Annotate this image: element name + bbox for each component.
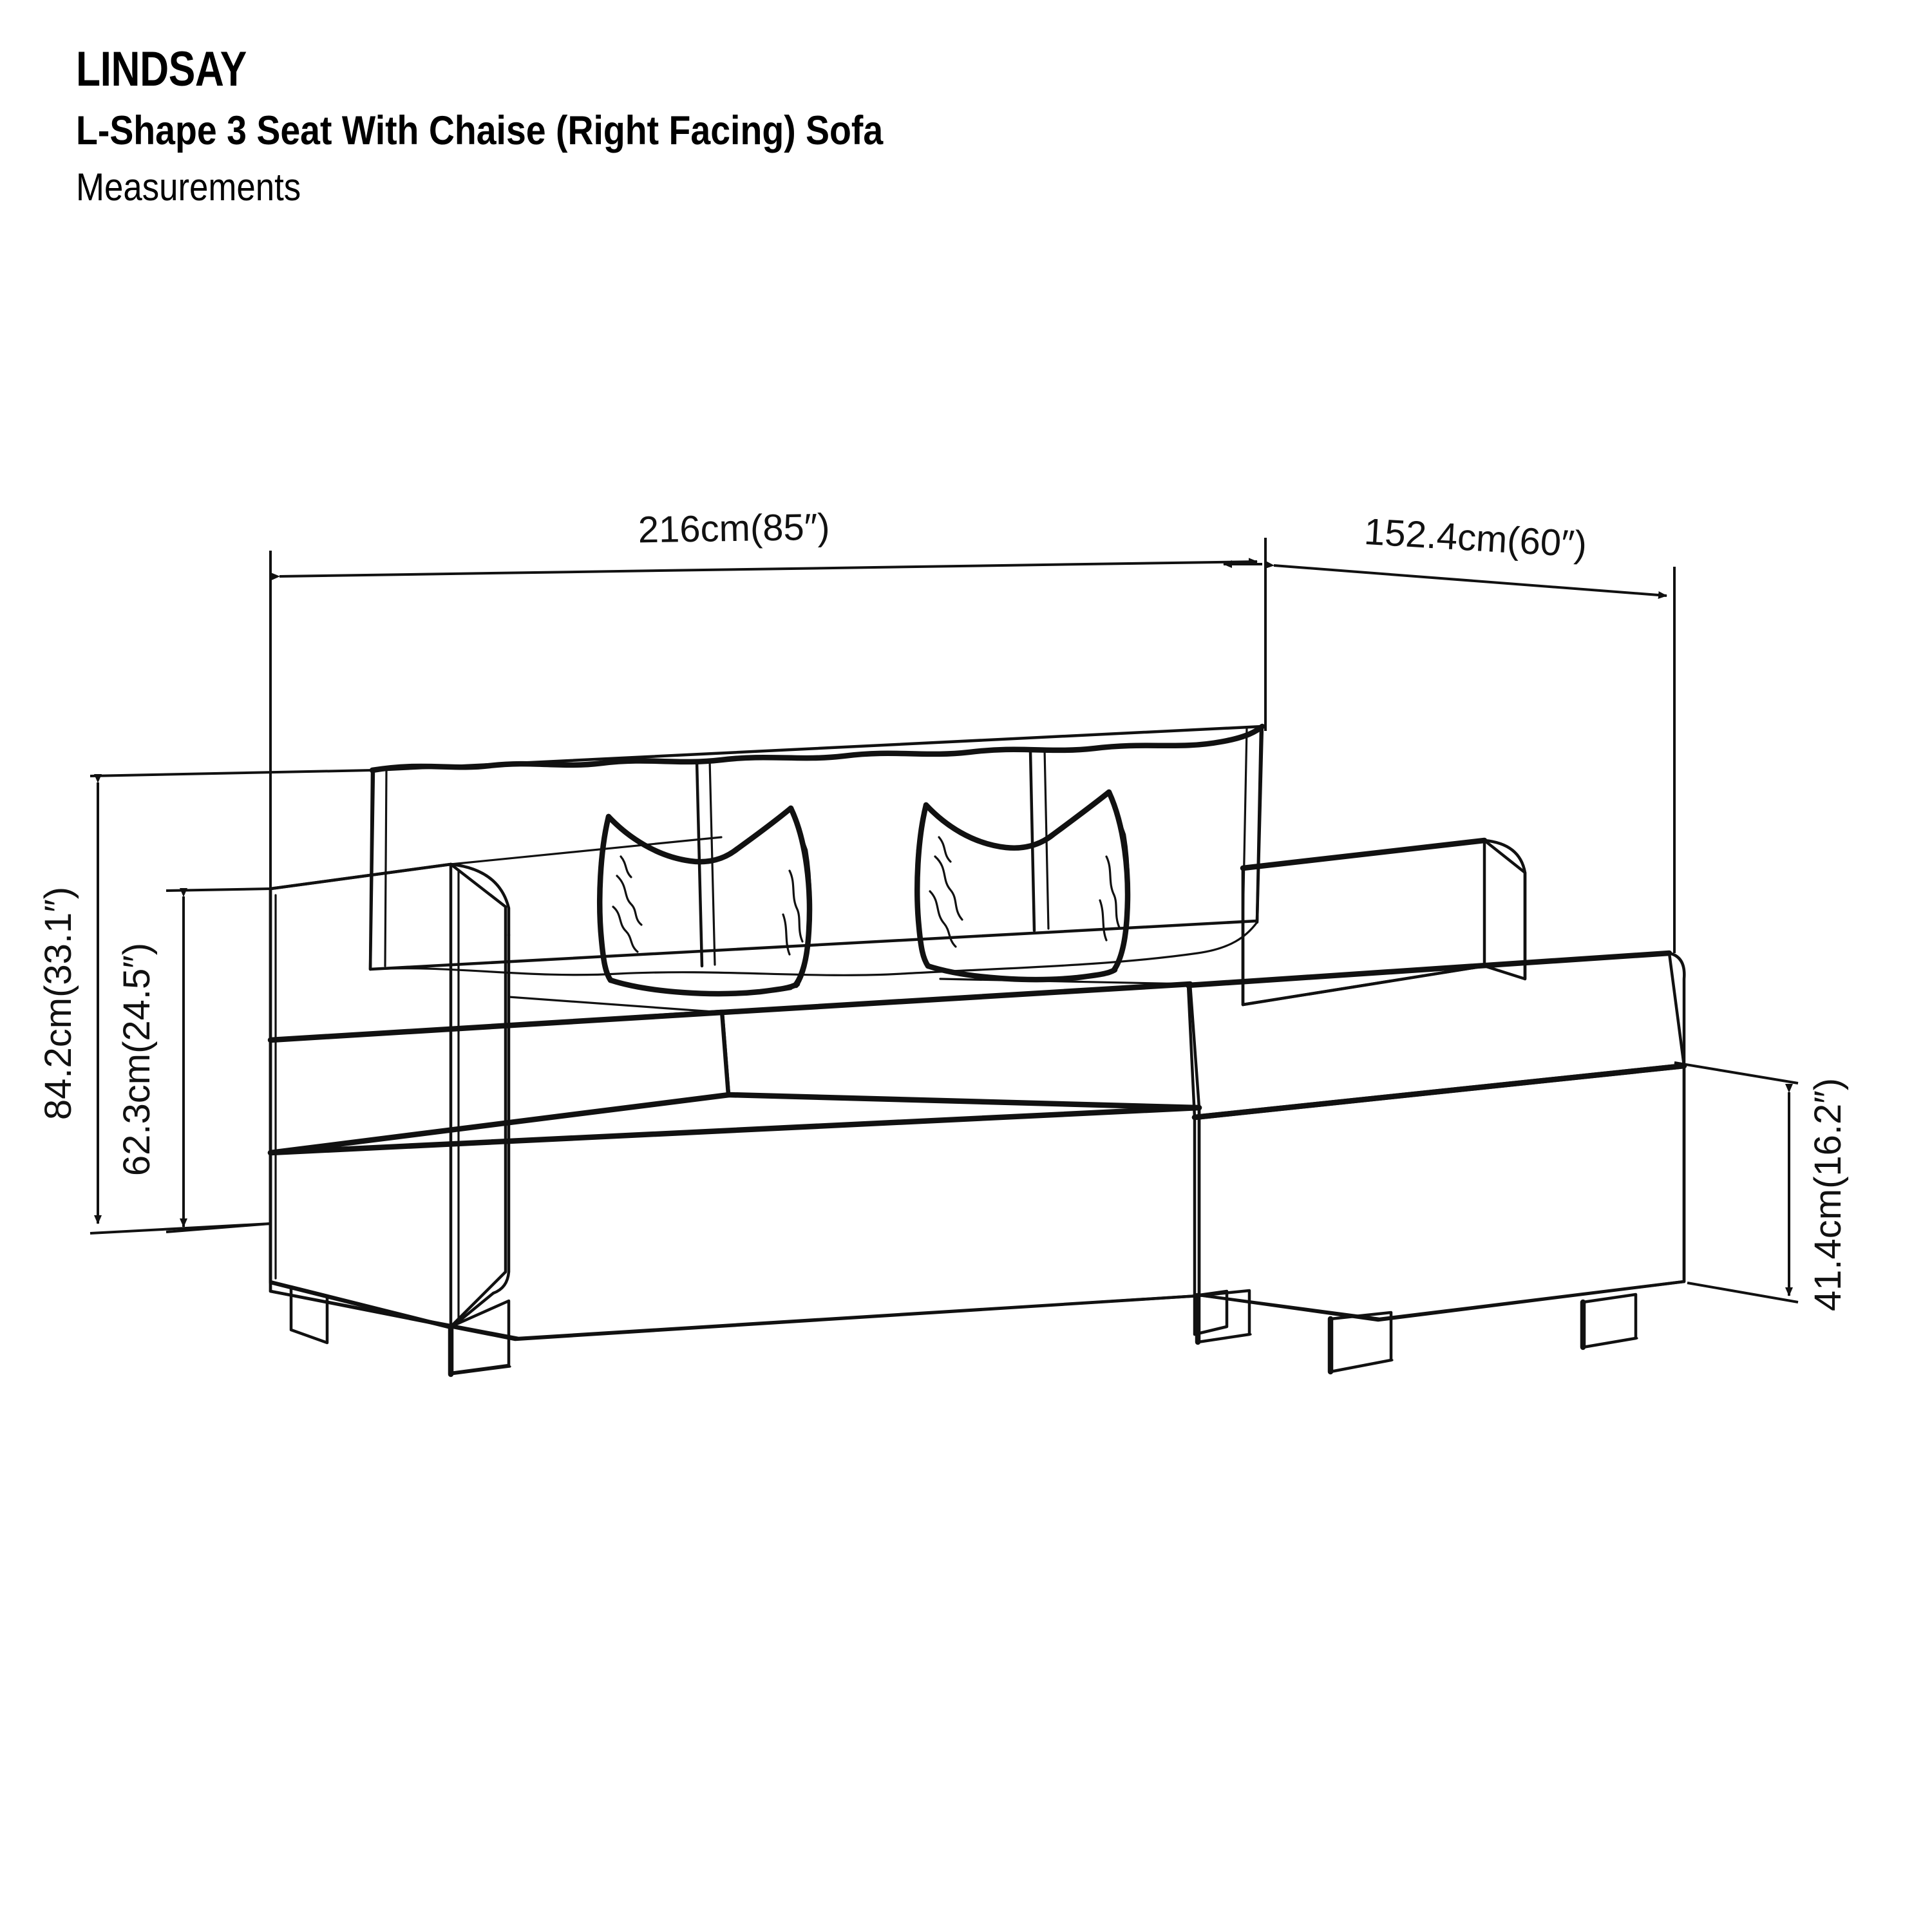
dimension-label-sofa-width: 216cm(85″)	[638, 506, 830, 551]
section-label: Measurements	[76, 166, 301, 209]
product-subtitle: L-Shape 3 Seat With Chaise (Right Facing…	[76, 108, 884, 153]
dimension-label-chaise-depth: 152.4cm(60″)	[1363, 511, 1587, 565]
dimension-overall-height: 84.2cm(33.1″)	[37, 769, 373, 1235]
sofa-illustration	[267, 723, 1687, 1378]
seat-cushions	[267, 978, 1202, 1156]
throw-pillow-right	[914, 789, 1131, 983]
right-arm	[1240, 837, 1527, 1007]
chaise-section	[1185, 950, 1687, 1322]
dimension-label-overall-height: 84.2cm(33.1″)	[37, 887, 79, 1120]
dimension-sofa-width: 216cm(85″)	[269, 506, 1267, 892]
sofa-base	[267, 1104, 1202, 1341]
dimension-label-arm-height: 62.3cm(24.5″)	[116, 943, 158, 1176]
back-cushions	[368, 723, 1265, 976]
left-arm	[269, 836, 723, 1330]
dimension-arm-height: 62.3cm(24.5″)	[116, 887, 271, 1233]
throw-pillow-left	[597, 805, 813, 997]
dimension-chaise-height: 41.4cm(16.2″)	[1674, 1061, 1849, 1311]
dimension-label-chaise-height: 41.4cm(16.2″)	[1807, 1078, 1849, 1311]
sofa-legs	[289, 1285, 1638, 1378]
dimension-chaise-depth: 152.4cm(60″)	[1223, 511, 1676, 953]
brand-title: LINDSAY	[76, 42, 247, 97]
header-block: LINDSAY L-Shape 3 Seat With Chaise (Righ…	[76, 45, 1622, 207]
